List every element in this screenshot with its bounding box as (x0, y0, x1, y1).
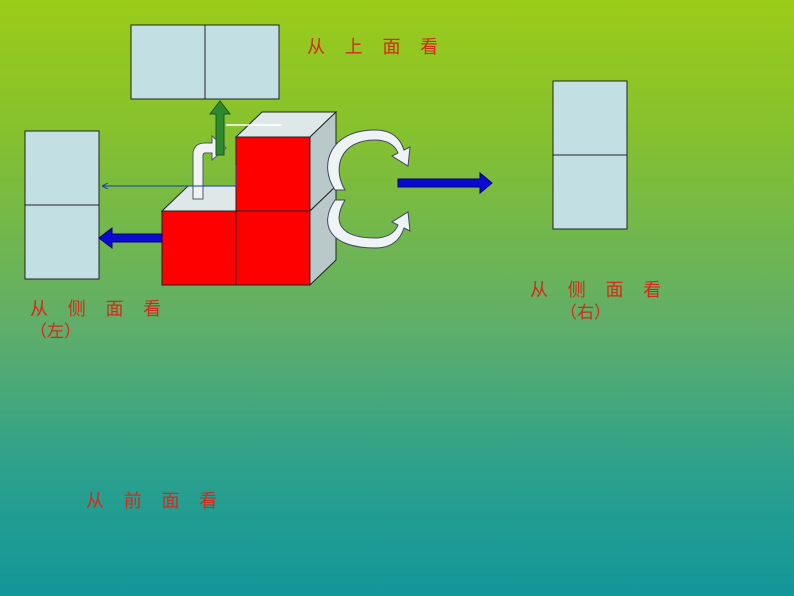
top-view-square-left (130, 24, 206, 100)
curved-rotate-arrows-icon (327, 129, 411, 249)
left-view-label: 从 侧 面 看 (30, 299, 169, 320)
arrow-up-icon (208, 100, 232, 156)
thin-arrow-left-icon (103, 165, 237, 186)
left-view-square-top (24, 130, 100, 206)
cube-stack (160, 110, 338, 287)
left-view-sublabel: （左） (30, 322, 81, 342)
front-view-label: 从 前 面 看 (86, 491, 225, 512)
cube-front-face-bottom-left (161, 210, 237, 286)
right-view-panel (552, 80, 628, 230)
top-view-panel (130, 24, 280, 100)
cube-front-face-top (235, 136, 311, 212)
top-view-square-right (204, 24, 280, 100)
right-view-square-top (552, 80, 628, 156)
top-view-label: 从 上 面 看 (307, 37, 446, 58)
right-view-sublabel: （右） (560, 303, 611, 323)
right-view-square-bottom (552, 154, 628, 230)
arrow-right-icon (397, 171, 493, 195)
left-view-square-bottom (24, 204, 100, 280)
cube-front-face-bottom-right (235, 210, 311, 286)
left-view-panel (24, 130, 100, 280)
right-view-label: 从 侧 面 看 (530, 280, 669, 301)
arrow-left-icon (98, 226, 163, 250)
